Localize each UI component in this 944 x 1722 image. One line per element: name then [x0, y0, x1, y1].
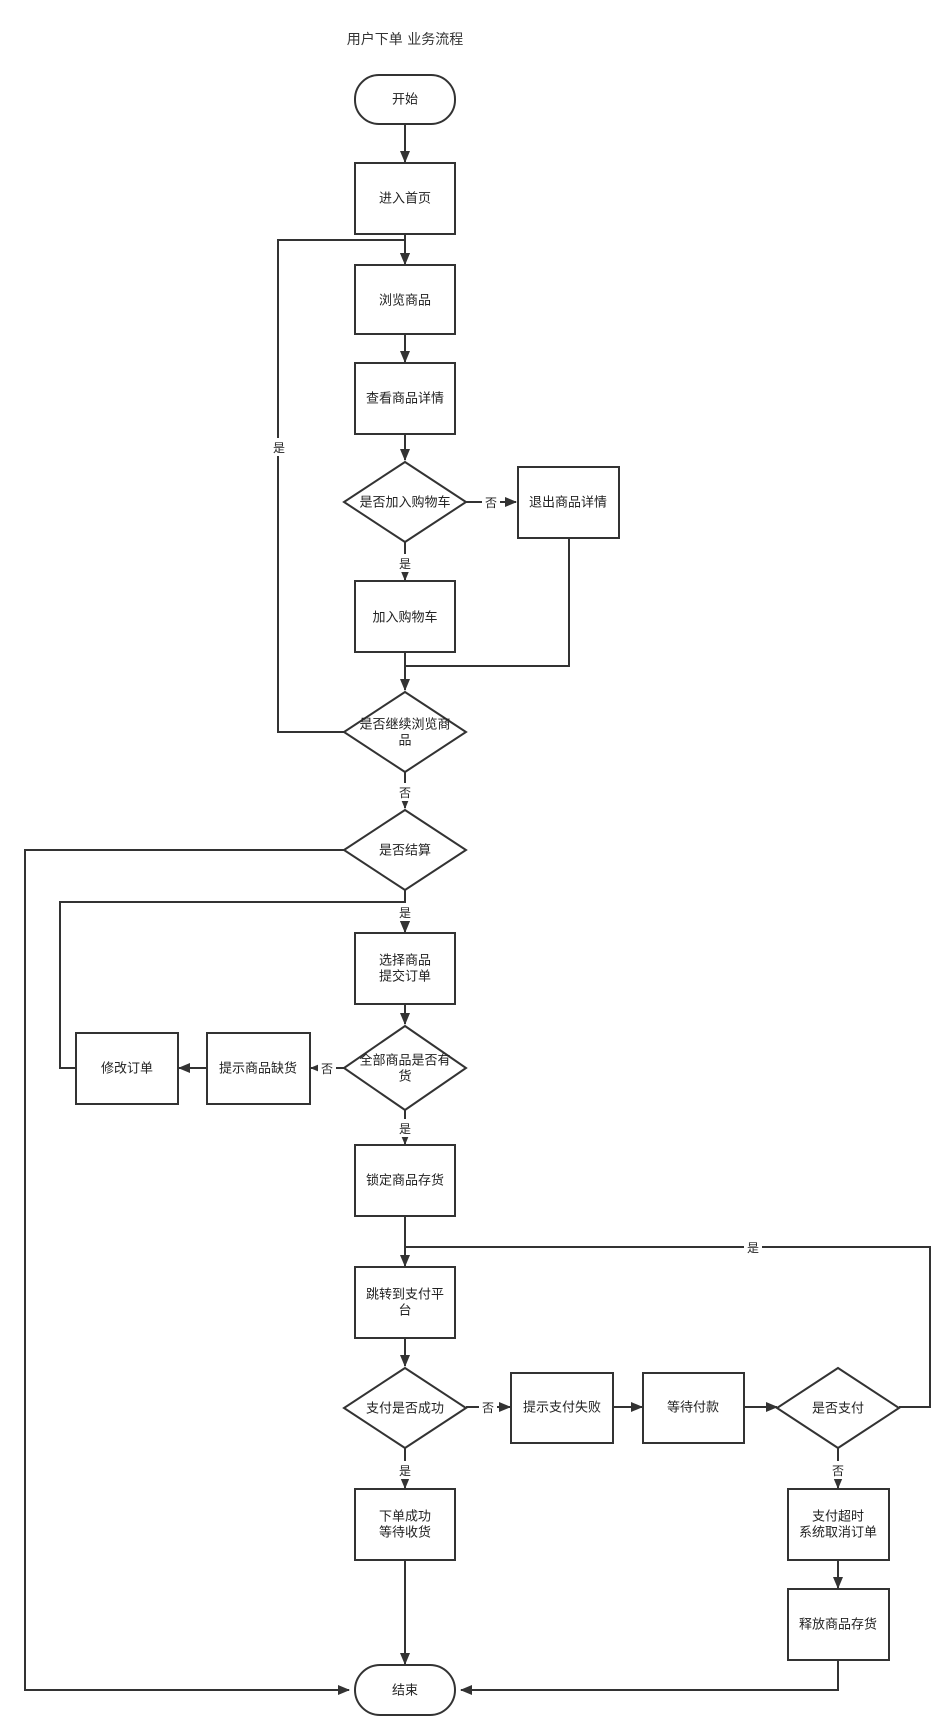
edge-checkout-no-to-end [24, 849, 350, 1695]
enter-home-label: 进入首页 [379, 192, 431, 207]
node-text-line: 台 [398, 1304, 411, 1319]
end-label: 结束 [392, 1684, 418, 1699]
paid-decision-label: 是否支付 [812, 1402, 864, 1417]
add-cart-decision [342, 460, 468, 544]
checkout-decision-label: 是否结算 [379, 844, 431, 859]
lock-stock-label: 锁定商品存货 [366, 1173, 444, 1189]
label-no-add-cart: 否 [485, 496, 497, 510]
node-text-line: 提示商品缺货 [219, 1061, 297, 1077]
enter-home-box [354, 162, 456, 235]
select-submit-box [354, 932, 456, 1005]
lock-stock-box [354, 1144, 456, 1217]
node-text-line: 选择商品 [379, 954, 431, 969]
order-success-label: 下单成功等待收货 [379, 1510, 431, 1541]
node-text-line: 是否加入购物车 [359, 495, 450, 511]
node-text-line: 等待收货 [379, 1525, 431, 1541]
pay-success-decision-label: 支付是否成功 [366, 1402, 444, 1417]
node-text-line: 等待付款 [667, 1400, 719, 1416]
add-cart-box [354, 580, 456, 653]
add-cart-decision-label: 是否加入购物车 [359, 495, 450, 511]
wait-pay-label: 等待付款 [667, 1400, 719, 1416]
node-text-line: 品 [398, 734, 411, 749]
view-detail-label: 查看商品详情 [366, 391, 444, 407]
edge-exit-to-merge [405, 538, 570, 667]
node-text-line: 锁定商品存货 [366, 1173, 444, 1189]
modify-order-box [75, 1032, 179, 1105]
wait-pay-box [642, 1372, 745, 1444]
exit-detail-label: 退出商品详情 [529, 496, 607, 511]
continue-decision-label: 是否继续浏览商品 [359, 717, 450, 749]
start-terminal [354, 74, 456, 125]
pay-fail-box [510, 1372, 614, 1444]
pay-fail-label: 提示支付失败 [523, 1400, 601, 1416]
browse-label: 浏览商品 [379, 293, 431, 309]
timeout-cancel-box [787, 1488, 890, 1561]
stock-decision [342, 1024, 468, 1112]
node-text-line: 是否继续浏览商 [359, 717, 450, 733]
select-submit-label: 选择商品提交订单 [379, 954, 431, 985]
node-text-line: 跳转到支付平 [366, 1288, 444, 1303]
label-no-pay-success: 否 [482, 1401, 494, 1415]
node-text-line: 退出商品详情 [529, 496, 607, 511]
node-text-line: 是否支付 [812, 1402, 864, 1417]
label-yes-loop-browse: 是 [273, 441, 285, 455]
stock-decision-label: 全部商品是否有货 [359, 1053, 450, 1085]
to-payment-label: 跳转到支付平台 [366, 1288, 444, 1319]
node-text-line: 加入购物车 [372, 610, 437, 626]
label-no-paid: 否 [832, 1464, 844, 1478]
label-no-continue: 否 [399, 786, 411, 800]
label-yes-stock: 是 [399, 1122, 411, 1136]
continue-decision [342, 690, 468, 774]
release-stock-box [787, 1588, 890, 1661]
end-terminal [354, 1664, 456, 1716]
nodes: 开始 结束 进入首页 浏览商品 查看商品详情 退出商品详情 加入购物车 选择商品… [75, 74, 901, 1716]
edge-release-to-end [460, 1660, 839, 1695]
release-stock-label: 释放商品存货 [799, 1617, 877, 1633]
out-of-stock-box [206, 1032, 311, 1105]
checkout-decision [342, 808, 468, 892]
node-text-line: 提示支付失败 [523, 1400, 601, 1416]
edge-paid-q-yes-loop [405, 1246, 931, 1408]
node-text-line: 查看商品详情 [366, 391, 444, 407]
node-text-line: 下单成功 [379, 1510, 431, 1525]
node-text-line: 系统取消订单 [799, 1526, 877, 1541]
node-text-line: 修改订单 [101, 1062, 153, 1077]
node-text-line: 提交订单 [379, 969, 431, 985]
edges [24, 124, 931, 1695]
label-no-stock: 否 [321, 1062, 333, 1076]
node-text-line: 进入首页 [379, 192, 431, 207]
view-detail-box [354, 362, 456, 435]
node-text-line: 全部商品是否有 [359, 1053, 450, 1069]
node-text-line: 开始 [392, 93, 418, 108]
paid-decision [775, 1366, 901, 1450]
node-text-line: 支付是否成功 [366, 1402, 444, 1417]
edge-labels: 是 否 是 否 是 否 是 是 否 是 否 [270, 438, 847, 1479]
edge-continue-yes-loop [277, 239, 410, 733]
out-of-stock-label: 提示商品缺货 [219, 1061, 297, 1077]
node-text-line: 结束 [392, 1684, 418, 1699]
add-cart-label: 加入购物车 [372, 610, 437, 626]
timeout-cancel-label: 支付超时系统取消订单 [799, 1510, 877, 1541]
node-text-line: 释放商品存货 [799, 1617, 877, 1633]
node-text-line: 支付超时 [812, 1510, 864, 1525]
to-payment-box [354, 1266, 456, 1339]
node-text-line: 是否结算 [379, 844, 431, 859]
node-text-line: 货 [398, 1069, 411, 1085]
start-label: 开始 [392, 93, 418, 108]
modify-order-label: 修改订单 [101, 1062, 153, 1077]
node-text-line: 浏览商品 [379, 293, 431, 309]
label-yes-paid-loop: 是 [747, 1241, 759, 1255]
diagram-title: 用户下单 业务流程 [347, 31, 463, 48]
exit-detail-box [517, 466, 620, 539]
order-success-box [354, 1488, 456, 1561]
browse-box [354, 264, 456, 335]
label-yes-checkout: 是 [399, 906, 411, 920]
label-yes-pay-success: 是 [399, 1464, 411, 1478]
label-yes-add-cart: 是 [399, 557, 411, 571]
pay-success-decision [342, 1366, 468, 1450]
